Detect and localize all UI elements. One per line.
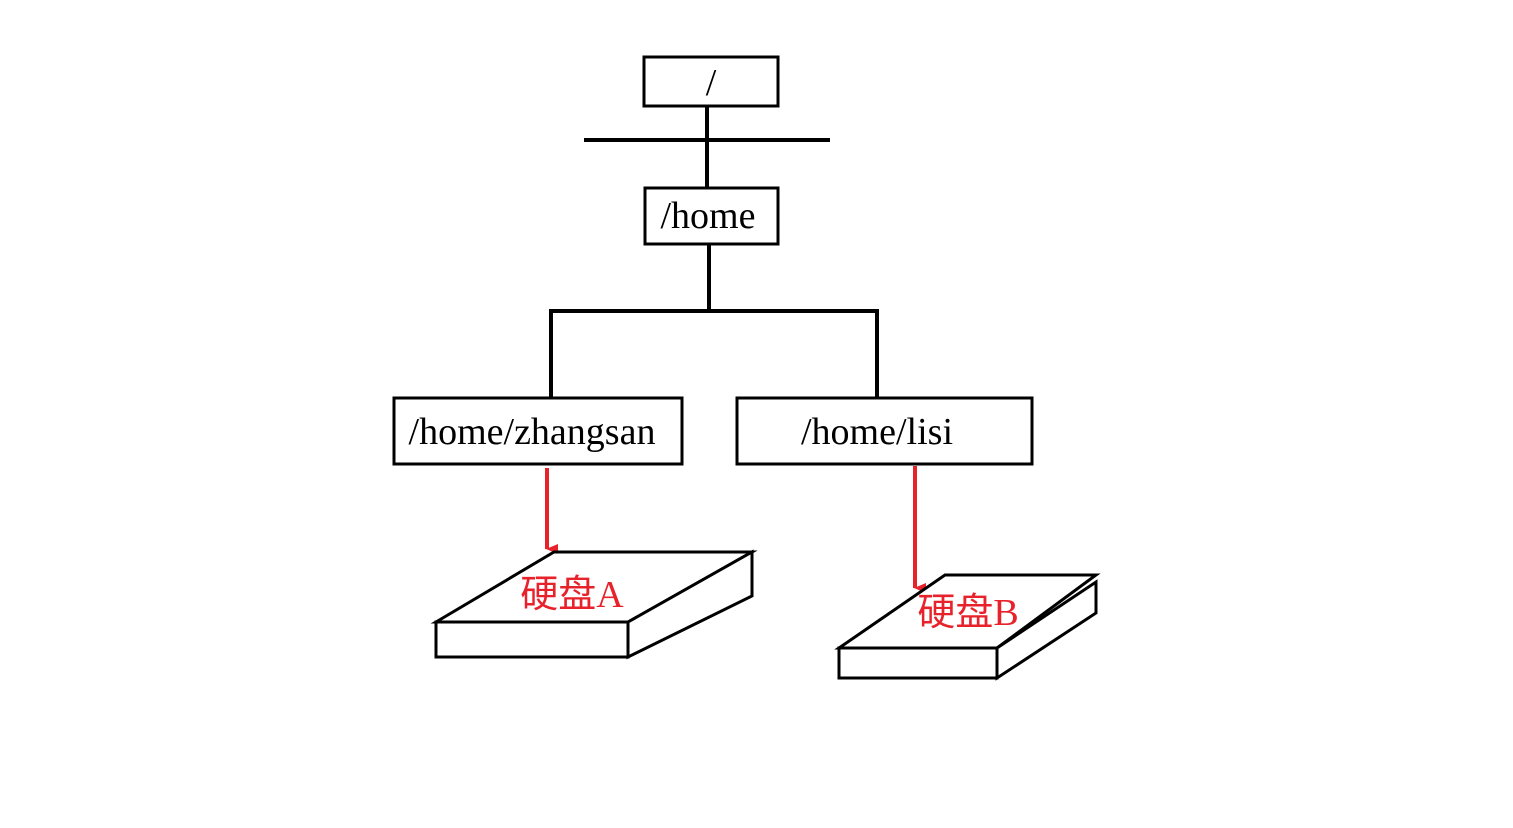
lisi-node-box <box>735 396 1034 466</box>
home-node: /home <box>643 186 780 246</box>
root-node-box <box>642 55 780 108</box>
root-node-label: / <box>706 62 717 104</box>
disk-b-icon: 硬盘B <box>834 573 1101 681</box>
disk-a-front-face <box>434 620 630 659</box>
lisi-node-label: /home/lisi <box>801 411 953 453</box>
disk-a-icon: 硬盘A <box>430 549 758 660</box>
zhangsan-node-label: /home/zhangsan <box>409 411 656 453</box>
home-branch-connector <box>549 244 879 398</box>
zhangsan-node-box <box>392 396 684 466</box>
disk-b-label: 硬盘B <box>917 592 1018 634</box>
disk-b-front-face <box>837 646 999 680</box>
root-node: / <box>642 55 780 108</box>
zhangsan-node: /home/zhangsan <box>392 396 684 466</box>
disk-a-label: 硬盘A <box>520 574 624 616</box>
home-node-box <box>643 186 780 246</box>
lisi-node: /home/lisi <box>735 396 1034 466</box>
home-node-label: /home <box>661 195 756 237</box>
